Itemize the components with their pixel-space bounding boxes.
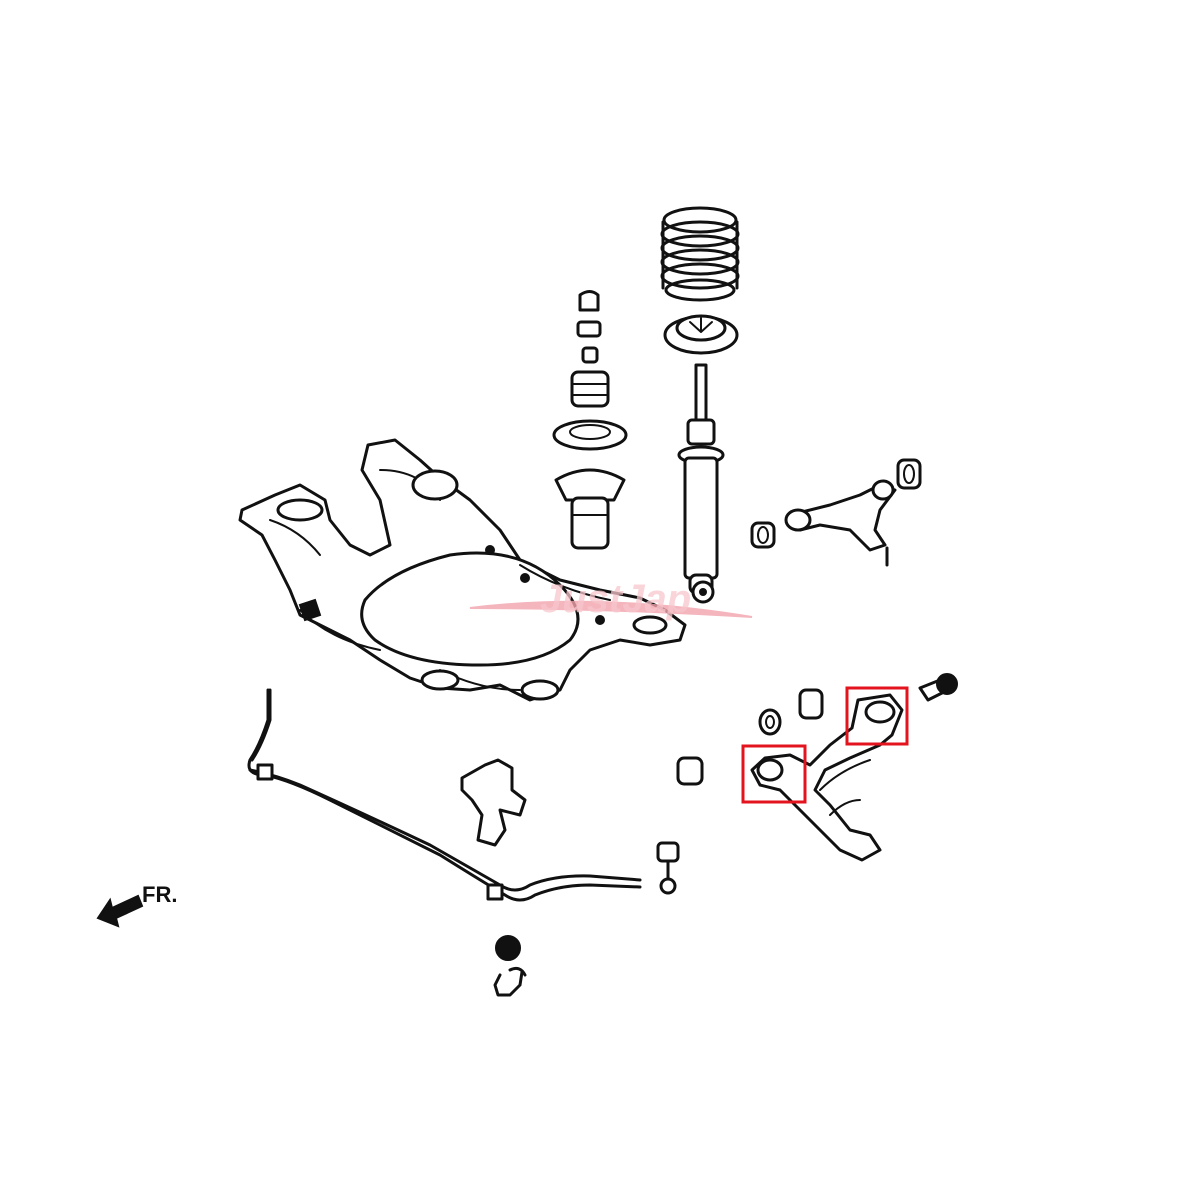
front-subframe	[238, 438, 687, 702]
stabilizer-bracket	[460, 758, 527, 847]
shock-absorber	[677, 363, 725, 604]
stabilizer-bar	[247, 688, 642, 902]
highlight-box-rear-bushing	[845, 686, 909, 746]
arrow-left-icon	[96, 894, 144, 928]
upper-control-arm	[750, 458, 922, 567]
watermark-text: JustJap	[540, 577, 691, 621]
direction-label: FR.	[142, 882, 177, 907]
highlight-boxes	[741, 686, 909, 804]
stabilizer-bushing	[493, 935, 527, 997]
watermark-logo: JustJap	[469, 577, 753, 621]
highlight-box-front-bushing	[741, 744, 807, 804]
coil-spring	[660, 206, 740, 302]
stabilizer-link	[656, 841, 680, 895]
upper-spring-seat	[663, 314, 739, 355]
bump-stop-stack	[552, 290, 628, 550]
front-direction-indicator: FR.	[96, 882, 177, 928]
lower-control-arm	[676, 673, 958, 862]
